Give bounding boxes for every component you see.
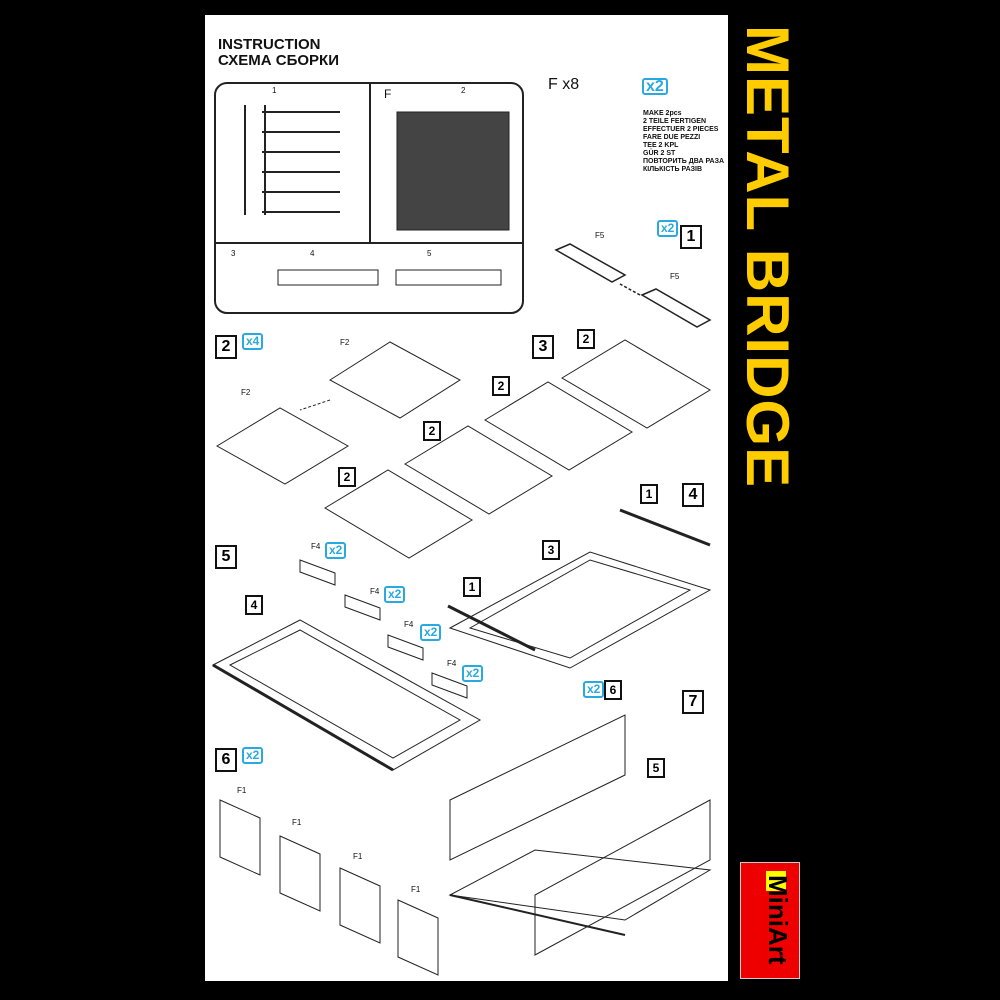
part-label: F1	[353, 852, 363, 861]
step-1-qty: x2	[657, 220, 679, 237]
step4-frame	[447, 508, 712, 669]
step-1-number: 1	[680, 225, 702, 249]
part-label: F4	[370, 587, 380, 596]
qty-badge: x2	[462, 665, 484, 682]
step2-panels	[216, 341, 461, 485]
part-callout: 4	[245, 595, 263, 615]
part-label: F4	[311, 542, 321, 551]
part-callout: 5	[647, 758, 665, 778]
note: TEE 2 KPL	[643, 142, 679, 149]
part-callout: 1	[463, 577, 481, 597]
title-ru: СХЕМА СБОРКИ	[218, 52, 339, 69]
step6-railings	[219, 799, 439, 976]
step1-rails	[554, 243, 712, 328]
part-label: F1	[292, 818, 302, 827]
note: КІЛЬКІСТЬ РАЗІВ	[643, 166, 703, 173]
step-2-qty: x4	[242, 333, 264, 350]
note: MAKE 2pcs	[643, 110, 682, 117]
part-label: F1	[411, 885, 421, 894]
step7-bridge	[448, 714, 712, 956]
part-label: F5	[670, 272, 680, 281]
sprue-frame	[214, 82, 524, 314]
step-4-number: 4	[682, 483, 704, 507]
step5-frame	[211, 559, 482, 772]
page-title: INSTRUCTION СХЕМА СБОРКИ	[218, 37, 339, 69]
step-5-number: 5	[215, 545, 237, 569]
step-6-number: 6	[215, 748, 237, 772]
part-callout: 6	[604, 680, 622, 700]
part-label: F5	[595, 231, 605, 240]
step3-panels	[324, 339, 711, 559]
sprue-number: 3	[231, 249, 236, 258]
make-qty-badge: x2	[642, 78, 668, 95]
note: FARE DUE PEZZI	[643, 134, 701, 141]
note: ПОВТОРИТЬ ДВА РАЗА	[643, 158, 725, 165]
sprue-number: 5	[427, 249, 432, 258]
part-label: F2	[340, 338, 350, 347]
sprue-number: 1	[272, 86, 277, 95]
part-callout: 2	[423, 421, 441, 441]
part-label: F1	[237, 786, 247, 795]
part-label: F4	[404, 620, 414, 629]
part-callout: 2	[338, 467, 356, 487]
part-callout: 2	[492, 376, 510, 396]
qty-badge: x2	[384, 586, 406, 603]
step-7-number: 7	[682, 690, 704, 714]
part-callout: 3	[542, 540, 560, 560]
step-6-qty: x2	[242, 747, 264, 764]
sprue-letter: F	[384, 87, 392, 101]
step-2-number: 2	[215, 335, 237, 359]
part-label: F4	[447, 659, 457, 668]
step-7-qty: x2	[583, 681, 605, 698]
part-label: F2	[241, 388, 251, 397]
note: EFFECTUER 2 PIECES	[643, 126, 719, 133]
qty-badge: x2	[325, 542, 347, 559]
brand-logo: MiniArt	[740, 862, 800, 979]
qty-badge: x2	[420, 624, 442, 641]
make-notes: MAKE 2pcs 2 TEILE FERTIGEN EFFECTUER 2 P…	[643, 110, 724, 174]
note: GÜR 2 ST	[643, 150, 676, 157]
part-callout: 1	[640, 484, 658, 504]
title-en: INSTRUCTION	[218, 36, 321, 53]
sprue-label: F x8	[548, 76, 580, 93]
part-callout: 2	[577, 329, 595, 349]
step-3-number: 3	[532, 335, 554, 359]
sprue-number: 2	[461, 86, 466, 95]
sprue-number: 4	[310, 249, 315, 258]
note: 2 TEILE FERTIGEN	[643, 118, 707, 125]
